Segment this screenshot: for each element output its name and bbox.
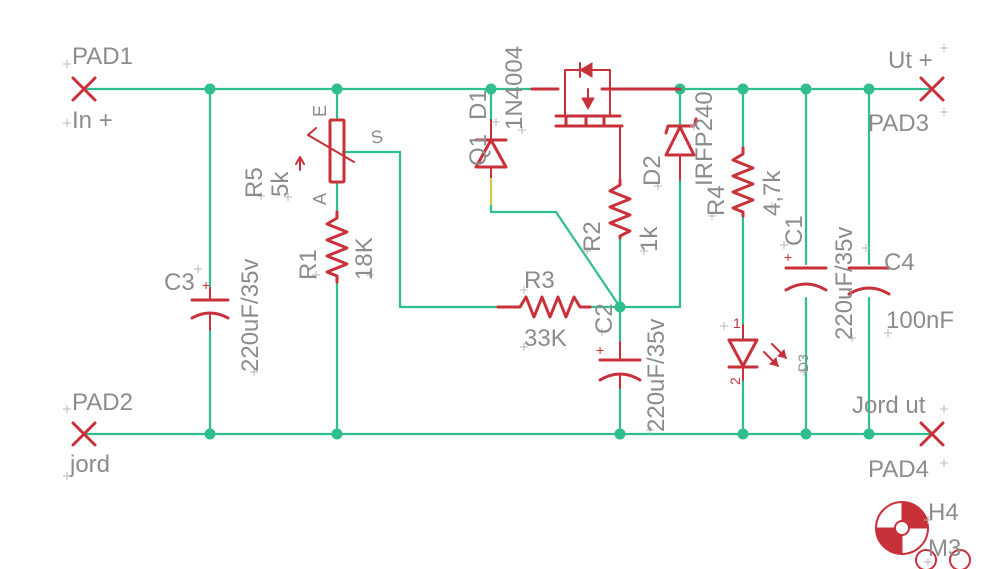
r2-value: 1k <box>636 226 663 252</box>
d1-symbol <box>474 119 508 205</box>
r1-value: 18K <box>351 237 378 280</box>
q1-name: Q1 <box>465 134 492 166</box>
r1-name: R1 <box>295 249 322 280</box>
svg-text:+: + <box>784 249 792 265</box>
junctions <box>204 83 875 440</box>
junction <box>800 428 812 440</box>
c4-symbol <box>847 266 891 296</box>
junction <box>800 83 812 95</box>
junction <box>614 301 626 313</box>
r4-value: 4,7k <box>759 170 786 216</box>
h4-symbol <box>875 501 971 569</box>
pad2-label: jord <box>69 451 110 478</box>
pad2-symbol <box>71 421 97 447</box>
r3-name: R3 <box>524 267 555 294</box>
labels: PAD1 In + PAD2 jord Ut + PAD3 Jord ut PA… <box>69 43 961 562</box>
d3-pin1-label: 1 <box>733 315 741 331</box>
junction <box>485 83 497 95</box>
r4-symbol <box>731 146 755 218</box>
d2-symbol <box>664 117 698 181</box>
d1-value: 1N4004 <box>501 46 528 130</box>
pad4-label: Jord ut <box>852 392 926 419</box>
pad1-symbol <box>71 76 97 102</box>
r3-value: 33K <box>524 325 567 352</box>
d3-symbol: 1 2 <box>727 315 787 385</box>
junction <box>737 428 749 440</box>
junction <box>331 428 343 440</box>
d3-name: D3 <box>795 354 811 372</box>
c1-name: C1 <box>781 215 808 246</box>
d1-name: D1 <box>465 89 492 120</box>
r2-name: R2 <box>579 221 606 252</box>
h4-value: M3 <box>928 535 961 562</box>
wire-wiper-r3 <box>341 150 500 309</box>
r1-symbol <box>325 210 349 284</box>
r2-symbol <box>608 178 632 240</box>
pad1-label: In + <box>72 107 113 134</box>
c1-value: 220uF/35v <box>831 227 858 340</box>
r5-symbol <box>295 118 355 184</box>
wires <box>82 87 934 436</box>
junction <box>863 83 875 95</box>
pad4-symbol <box>919 421 945 447</box>
origin-markers <box>63 44 948 566</box>
c2-symbol: + <box>596 341 642 389</box>
d2-name: D2 <box>639 155 666 186</box>
d2-value: IRFP240 <box>691 91 718 186</box>
r5-pin-a: A <box>310 193 330 205</box>
pad2-name: PAD2 <box>72 389 133 416</box>
c2-value: 220uF/35v <box>643 319 670 432</box>
d3-pin2-label: 2 <box>727 377 743 385</box>
junction <box>204 428 216 440</box>
junction <box>863 428 875 440</box>
c2-name: C2 <box>591 303 618 334</box>
junction <box>737 83 749 95</box>
mosfet-symbol <box>530 62 682 181</box>
junction <box>614 428 626 440</box>
c1-symbol: + <box>784 249 828 292</box>
r5-value: 5k <box>267 171 294 197</box>
junction <box>204 83 216 95</box>
c3-symbol: + <box>190 277 230 331</box>
r5-pin-e: E <box>310 105 330 117</box>
r4-name: R4 <box>703 185 730 216</box>
pad4-name: PAD4 <box>868 456 929 483</box>
c4-name: C4 <box>884 249 915 276</box>
r5-name: R5 <box>241 167 268 198</box>
pad3-name: PAD3 <box>868 110 929 137</box>
junction <box>331 83 343 95</box>
r3-symbol <box>496 295 592 319</box>
svg-text:+: + <box>202 277 210 293</box>
c3-value: 220uF/35v <box>237 259 264 372</box>
pad3-label: Ut + <box>888 47 933 74</box>
r5-pin-s: S <box>369 126 384 148</box>
h4-name: H4 <box>928 499 959 526</box>
pad3-symbol <box>919 76 945 102</box>
pad1-name: PAD1 <box>72 43 133 70</box>
c4-value: 100nF <box>886 307 954 334</box>
c3-name: C3 <box>164 269 195 296</box>
svg-text:+: + <box>596 342 604 358</box>
